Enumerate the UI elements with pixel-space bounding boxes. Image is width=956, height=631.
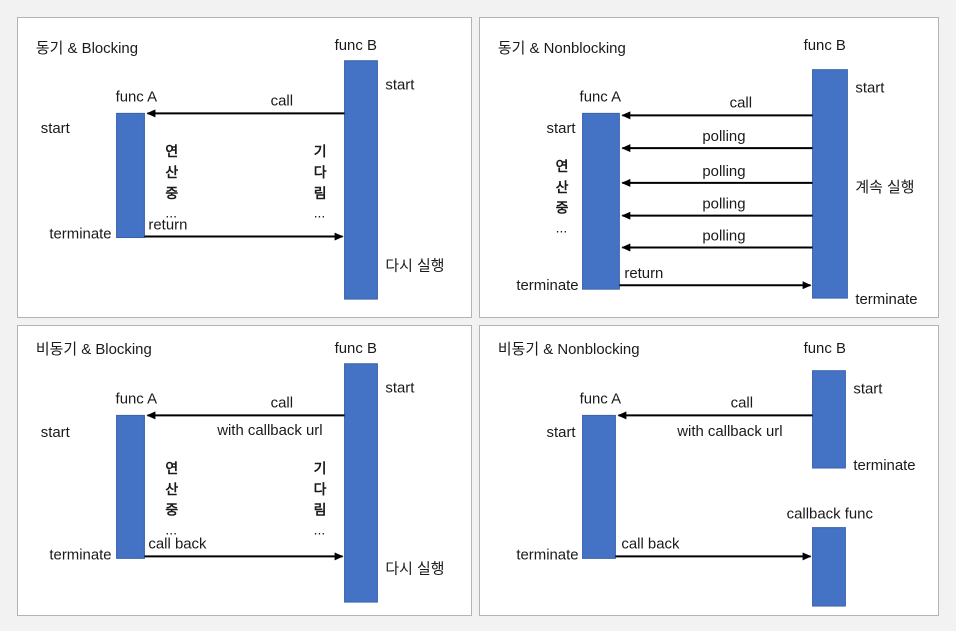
actor-right-note: 계속 실행 [855, 179, 914, 196]
actor-right-name: func B [335, 38, 377, 54]
actor-left-name: func A [116, 391, 158, 407]
actor-left-start-label: start [41, 425, 71, 441]
message-sublabel-call: with callback url [676, 424, 782, 440]
message-label-polling-1: polling [702, 129, 745, 145]
actor-right-start-label: start [385, 78, 415, 94]
message-sublabel-call: with callback url [216, 423, 322, 439]
left-state-char-0: 연 [556, 158, 569, 174]
panel-title: 비동기 & Nonblocking [498, 341, 640, 358]
left-state-char-2: 중 [556, 200, 569, 216]
lifeline-bar-func-b [344, 363, 378, 603]
right-state-char-1: 다 [314, 164, 327, 180]
actor-left-name: func A [116, 89, 158, 105]
right-state-char-1: 다 [314, 481, 327, 497]
message-label-call: call [731, 395, 753, 411]
message-label-call: call [271, 93, 293, 109]
actor-right-name: func B [335, 341, 377, 357]
left-state-char-2: 중 [165, 185, 178, 201]
left-state-char-1: 산 [165, 481, 178, 497]
actor-right-start-label: start [855, 81, 885, 97]
lifeline-bar-func-a [582, 414, 616, 559]
actor-left-name: func A [580, 89, 622, 105]
message-label-return: return [624, 266, 663, 282]
message-label-return: return [148, 218, 187, 234]
left-state-ellipsis: ... [165, 205, 177, 221]
actor-right-end-label: terminate [853, 458, 915, 474]
message-label-call-back: call back [148, 536, 207, 552]
message-label-call: call [271, 395, 293, 411]
actor-right-name: func B [804, 341, 846, 357]
actor-right-note: 다시 실행 [385, 560, 444, 577]
message-label-polling-4: polling [702, 229, 745, 245]
actor-left-end-label: terminate [49, 547, 111, 563]
lifeline-bar-func-a [116, 112, 145, 239]
panel-title: 동기 & Blocking [36, 40, 138, 57]
right-state-char-2: 림 [314, 185, 327, 201]
message-label-polling-2: polling [702, 164, 745, 180]
actor-left-end-label: terminate [516, 278, 578, 294]
left-state-ellipsis: ... [556, 220, 568, 236]
lifeline-bar-func-a [582, 112, 620, 290]
left-state-char-0: 연 [165, 143, 178, 159]
lifeline-bar-callback-func [812, 527, 846, 607]
lifeline-bar-func-a [116, 414, 145, 559]
message-label-polling-3: polling [702, 197, 745, 213]
lifeline-bar-func-b [812, 69, 848, 299]
left-state-char-1: 산 [165, 164, 178, 180]
panel-sync-blocking: 동기 & Blocking func A func B start termin… [17, 17, 472, 318]
actor-callback-name: callback func [787, 507, 874, 523]
panel-async-nonblocking: 비동기 & Nonblocking func A func B start te… [479, 325, 939, 616]
panel-sync-nonblocking: 동기 & Nonblocking func A func B start ter… [479, 17, 939, 318]
actor-right-name: func B [804, 38, 846, 54]
left-state-ellipsis: ... [165, 522, 177, 538]
lifeline-bar-func-b [812, 370, 846, 469]
actor-left-end-label: terminate [49, 227, 111, 243]
actor-right-start-label: start [385, 381, 415, 397]
actor-left-start-label: start [547, 425, 577, 441]
message-label-call: call [730, 95, 752, 111]
right-state-ellipsis: ... [314, 205, 326, 221]
right-state-char-0: 기 [314, 460, 327, 476]
actor-right-note: 다시 실행 [385, 257, 444, 274]
right-state-ellipsis: ... [314, 522, 326, 538]
panel-title: 동기 & Nonblocking [498, 40, 626, 57]
message-label-call-back: call back [621, 536, 680, 552]
panel-async-blocking: 비동기 & Blocking func A func B start termi… [17, 325, 472, 616]
actor-right-end-label: terminate [855, 292, 917, 308]
lifeline-bar-func-b [344, 60, 378, 300]
left-state-char-1: 산 [556, 179, 569, 195]
right-state-char-0: 기 [314, 143, 327, 159]
panel-title: 비동기 & Blocking [36, 341, 152, 358]
actor-left-end-label: terminate [516, 547, 578, 563]
actor-left-start-label: start [547, 121, 577, 137]
actor-right-start-label: start [853, 382, 883, 398]
left-state-char-0: 연 [165, 460, 178, 476]
actor-left-name: func A [580, 391, 622, 407]
actor-left-start-label: start [41, 121, 71, 137]
left-state-char-2: 중 [165, 502, 178, 518]
right-state-char-2: 림 [314, 502, 327, 518]
